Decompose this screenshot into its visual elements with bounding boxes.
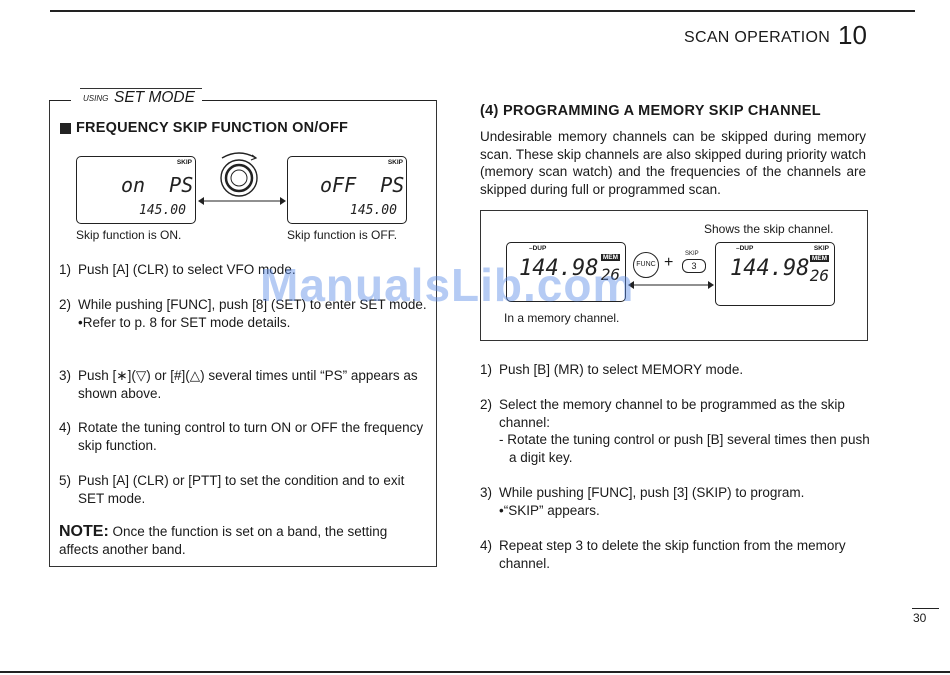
lcd-skip-label: SKIP <box>813 245 829 252</box>
key-3-icon: 3 <box>682 259 706 273</box>
lcd-freq-text: 144.98 <box>730 256 810 281</box>
left-step-4: 4) Rotate the tuning control to turn ON … <box>59 420 424 453</box>
bullet-skip-appears: •“SKIP” appears. <box>499 502 600 518</box>
lcd-channel-text: 26 <box>809 266 829 285</box>
chapter-number: 10 <box>838 20 867 50</box>
right-heading: (4) PROGRAMMING A MEMORY SKIP CHANNEL <box>480 103 821 119</box>
lcd-dup-label: –DUP <box>529 245 547 252</box>
note: NOTE: Once the function is set on a band… <box>59 523 429 558</box>
section-icon <box>60 123 71 134</box>
lcd-freq-text: 144.98 <box>519 256 599 281</box>
dash-item: - Rotate the tuning control or push [B] … <box>499 432 870 465</box>
lcd-memory-channel: –DUP 144.98 MEM 26 <box>506 242 626 302</box>
skip-figure-box <box>480 210 868 341</box>
right-step-4: 4) Repeat step 3 to delete the skip func… <box>480 538 846 571</box>
set-mode-tab: USING SET MODE <box>80 88 202 109</box>
left-step-2: 2) While pushing [FUNC], push [8] (SET) … <box>59 296 429 331</box>
lcd-freq-text: 145.00 <box>350 203 397 218</box>
lcd-skip-channel: –DUP SKIP 144.98 MEM 26 <box>715 242 835 306</box>
box-top-rule-left <box>49 100 71 102</box>
lcd-channel-text: 26 <box>600 265 620 284</box>
note-text: Once the function is set on a band, the … <box>59 524 388 557</box>
right-step-1: 1) Push [B] (MR) to select MEMORY mode. <box>480 362 744 377</box>
top-rule <box>50 10 915 12</box>
lcd-dup-label: –DUP <box>736 245 754 252</box>
left-step-5: 5) Push [A] (CLR) or [PTT] to set the co… <box>59 473 405 506</box>
box-top-rule-right <box>202 100 436 102</box>
right-intro: Undesirable memory channels can be skipp… <box>480 129 866 197</box>
set-mode-box <box>49 100 437 567</box>
set-mode-label: SET MODE <box>114 89 195 106</box>
lcd-mem-label: MEM <box>809 255 829 262</box>
swap-arrow-icon <box>626 278 716 290</box>
fig-top-caption: Shows the skip channel. <box>704 222 834 236</box>
note-label: NOTE: <box>59 523 109 540</box>
skip-key-label: SKIP <box>685 251 699 257</box>
plus-sign: + <box>664 254 674 271</box>
fig-bottom-caption: In a memory channel. <box>504 311 620 325</box>
page-number-rule <box>912 608 939 609</box>
lcd-skip-label: SKIP <box>176 159 192 166</box>
lcd-skip-off: SKIP oFF PS 145.00 <box>287 156 407 224</box>
lcd-freq-text: 145.00 <box>139 203 186 218</box>
lcd-main-text: on PS <box>121 173 194 197</box>
right-step-2: 2) Select the memory channel to be progr… <box>480 397 870 465</box>
left-step-1: 1) Push [A] (CLR) to select VFO mode. <box>59 262 296 277</box>
func-key-icon: FUNC <box>633 252 659 278</box>
bottom-rule <box>0 671 950 673</box>
caption-skip-off: Skip function is OFF. <box>287 228 398 242</box>
page-number: 30 <box>913 611 927 625</box>
lcd-main-text: oFF PS <box>320 173 405 197</box>
left-step-3: 3) Push [∗](▽) or [#](△) several times u… <box>59 368 418 401</box>
lcd-skip-on: SKIP on PS 145.00 <box>76 156 196 224</box>
section-title: SCAN OPERATION <box>684 29 831 46</box>
lcd-skip-label: SKIP <box>387 159 403 166</box>
using-label: USING <box>83 94 109 103</box>
tuning-knob-icon <box>214 150 264 200</box>
watermark: ManualsLib.com <box>260 259 635 311</box>
right-step-3: 3) While pushing [FUNC], push [3] (SKIP)… <box>480 484 870 519</box>
lcd-mem-label: MEM <box>600 254 620 261</box>
left-heading: FREQUENCY SKIP FUNCTION ON/OFF <box>76 120 349 136</box>
toggle-arrow-icon <box>196 194 288 206</box>
bullet-refer: •Refer to p. 8 for SET mode details. <box>78 314 291 330</box>
caption-skip-on: Skip function is ON. <box>76 228 182 242</box>
